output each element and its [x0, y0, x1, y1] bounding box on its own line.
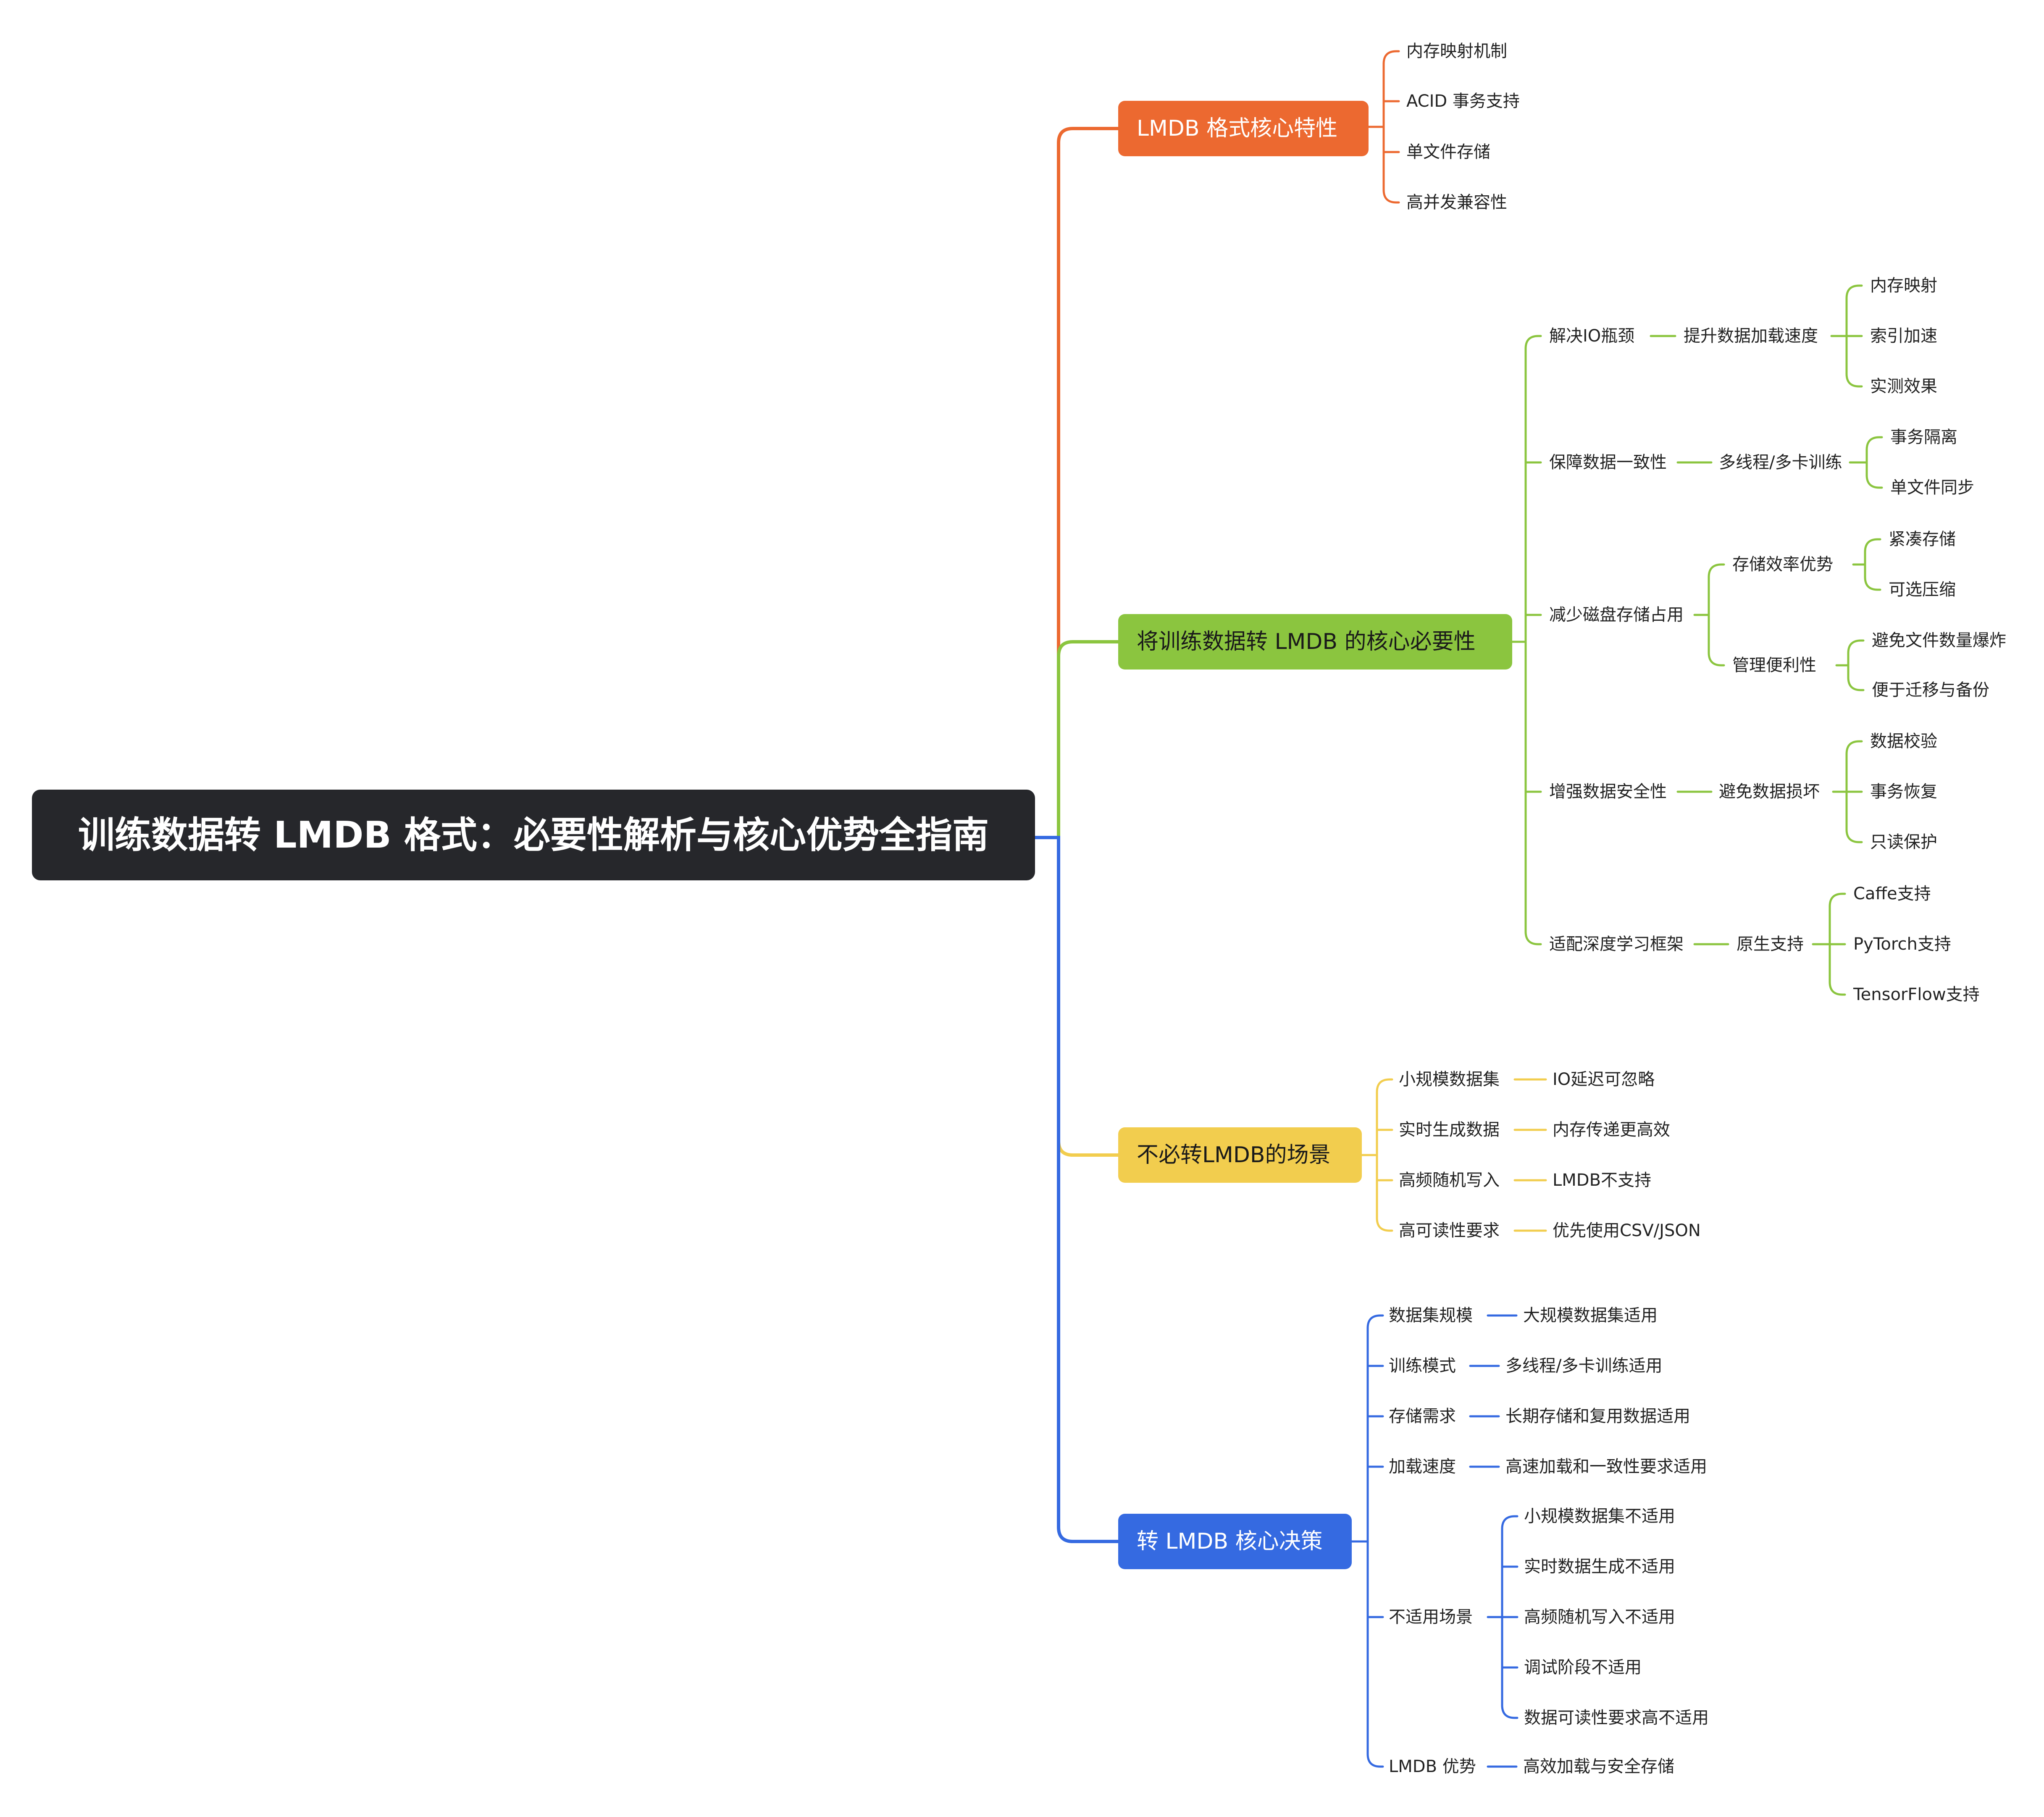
branch-features-label: LMDB 格式核心特性 [1137, 116, 1338, 141]
consistency-item[interactable]: 单文件同步 [1890, 478, 1974, 497]
trunk-yellow [1033, 836, 1120, 1157]
unsuitable-item[interactable]: 数据可读性要求高不适用 [1524, 1708, 1709, 1728]
root-topic[interactable]: 训练数据转 LMDB 格式：必要性解析与核心优势全指南 [32, 790, 1035, 880]
topic-io-bottleneck[interactable]: 解决IO瓶颈 [1549, 326, 1635, 346]
unsuitable-item[interactable]: 高频随机写入不适用 [1524, 1607, 1675, 1627]
topic-avoid-corruption[interactable]: 避免数据损坏 [1719, 782, 1820, 801]
decision-value[interactable]: 多线程/多卡训练适用 [1505, 1356, 1663, 1376]
decision-label[interactable]: 加载速度 [1389, 1457, 1456, 1476]
trunk-orange [1033, 127, 1120, 839]
feature-item[interactable]: ACID 事务支持 [1406, 92, 1520, 111]
topic-native-support[interactable]: 原生支持 [1737, 935, 1804, 954]
feature-item[interactable]: 单文件存储 [1406, 142, 1490, 162]
scenario-label[interactable]: 实时生成数据 [1399, 1120, 1500, 1140]
scenario-value[interactable]: LMDB不支持 [1553, 1171, 1652, 1190]
decision-links [1350, 1314, 1519, 1768]
management-item[interactable]: 便于迁移与备份 [1872, 680, 1989, 700]
branch-decision-label: 转 LMDB 核心决策 [1137, 1529, 1323, 1554]
decision-value[interactable]: 高速加载和一致性要求适用 [1505, 1457, 1707, 1476]
unsuitable-item[interactable]: 实时数据生成不适用 [1524, 1557, 1675, 1576]
branch-not-needed[interactable]: 不必转LMDB的场景 [1118, 1127, 1362, 1183]
framework-item[interactable]: PyTorch支持 [1853, 935, 1951, 954]
safety-item[interactable]: 事务恢复 [1870, 782, 1937, 801]
necessity-links [1511, 284, 1883, 996]
topic-load-speed[interactable]: 提升数据加载速度 [1684, 326, 1818, 346]
decision-label[interactable]: 训练模式 [1389, 1356, 1456, 1376]
advantage-value[interactable]: 高效加载与安全存储 [1523, 1757, 1674, 1776]
branch-necessity-label: 将训练数据转 LMDB 的核心必要性 [1137, 629, 1476, 654]
topic-unsuitable[interactable]: 不适用场景 [1389, 1607, 1473, 1627]
scenario-label[interactable]: 高可读性要求 [1399, 1221, 1500, 1240]
io-item[interactable]: 实测效果 [1870, 377, 1937, 396]
scenario-value[interactable]: 优先使用CSV/JSON [1553, 1221, 1701, 1240]
branch-not-needed-label: 不必转LMDB的场景 [1137, 1142, 1331, 1168]
trunk-green [1033, 640, 1120, 839]
branch-features[interactable]: LMDB 格式核心特性 [1118, 101, 1369, 156]
safety-item[interactable]: 只读保护 [1870, 832, 1937, 852]
decision-value[interactable]: 长期存储和复用数据适用 [1505, 1407, 1690, 1426]
decision-label[interactable]: 数据集规模 [1389, 1306, 1473, 1325]
topic-data-safety[interactable]: 增强数据安全性 [1549, 782, 1667, 801]
feature-item[interactable]: 内存映射机制 [1406, 42, 1507, 61]
management-item[interactable]: 避免文件数量爆炸 [1872, 631, 2006, 650]
topic-management[interactable]: 管理便利性 [1732, 656, 1816, 675]
io-item[interactable]: 内存映射 [1870, 276, 1937, 295]
scenario-value[interactable]: IO延迟可忽略 [1553, 1070, 1655, 1089]
scenario-value[interactable]: 内存传递更高效 [1553, 1120, 1670, 1140]
efficiency-item[interactable]: 紧凑存储 [1889, 530, 1956, 549]
framework-item[interactable]: TensorFlow支持 [1853, 985, 1980, 1004]
topic-storage-efficiency[interactable]: 存储效率优势 [1732, 555, 1833, 574]
consistency-item[interactable]: 事务隔离 [1890, 428, 1957, 447]
scenario-label[interactable]: 高频随机写入 [1399, 1171, 1500, 1190]
topic-lmdb-advantage[interactable]: LMDB 优势 [1389, 1757, 1476, 1776]
efficiency-item[interactable]: 可选压缩 [1889, 580, 1956, 599]
branch-decision[interactable]: 转 LMDB 核心决策 [1118, 1514, 1352, 1569]
topic-multi-gpu[interactable]: 多线程/多卡训练 [1719, 453, 1842, 472]
scenario-label[interactable]: 小规模数据集 [1399, 1070, 1500, 1089]
unsuitable-item[interactable]: 调试阶段不适用 [1524, 1658, 1642, 1677]
trunk-blue [1033, 836, 1120, 1543]
branch-necessity[interactable]: 将训练数据转 LMDB 的核心必要性 [1118, 614, 1512, 670]
features-links [1367, 50, 1400, 204]
feature-item[interactable]: 高并发兼容性 [1406, 193, 1507, 212]
decision-label[interactable]: 存储需求 [1389, 1407, 1456, 1426]
decision-value[interactable]: 大规模数据集适用 [1523, 1306, 1658, 1325]
framework-item[interactable]: Caffe支持 [1853, 884, 1931, 903]
topic-consistency[interactable]: 保障数据一致性 [1549, 453, 1667, 472]
not-needed-links [1361, 1078, 1547, 1232]
topic-disk-usage[interactable]: 减少磁盘存储占用 [1549, 605, 1684, 625]
safety-item[interactable]: 数据校验 [1870, 732, 1937, 751]
unsuitable-item[interactable]: 小规模数据集不适用 [1524, 1507, 1675, 1526]
topic-frameworks[interactable]: 适配深度学习框架 [1549, 935, 1684, 954]
root-label: 训练数据转 LMDB 格式：必要性解析与核心优势全指南 [78, 813, 989, 856]
io-item[interactable]: 索引加速 [1870, 326, 1937, 346]
